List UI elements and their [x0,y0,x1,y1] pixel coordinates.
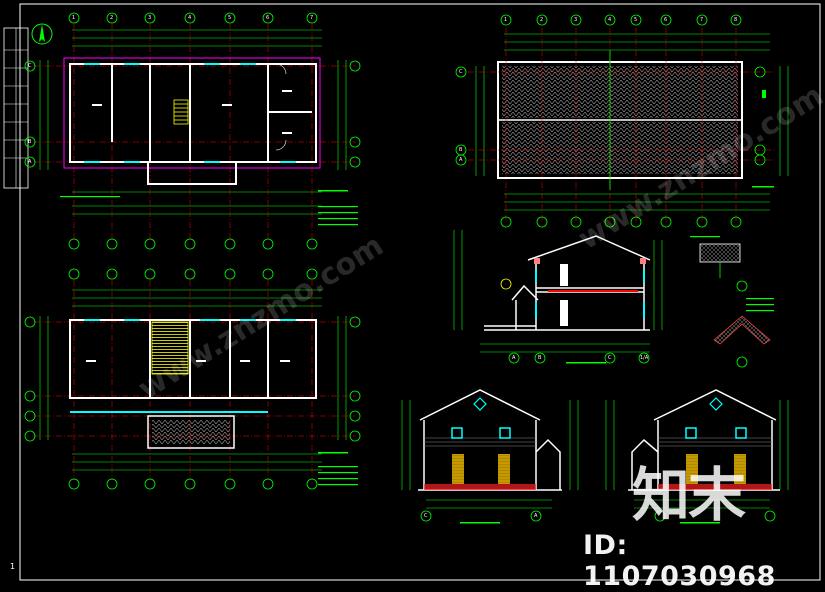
page-number: 1 [10,562,16,571]
elevation-c-a-left [401,389,579,524]
grid-label: 3 [148,15,152,21]
grid-label: 6 [266,15,270,21]
detail-callout-icon [690,236,774,368]
grid-label: A [459,157,463,163]
grid-label: B [538,355,542,361]
first-floor-plan [24,12,361,250]
grid-label: 7 [700,17,704,23]
image-id-label: ID: 1107030968 [583,530,776,592]
grid-label: 5 [228,15,232,21]
grid-label: 1 [504,17,508,23]
grid-label: 3 [574,17,578,23]
grid-label: 2 [540,17,544,23]
grid-label: C [459,69,463,75]
grid-label: 8 [734,17,738,23]
grid-label: B [459,147,463,153]
grid-label: A [28,159,32,165]
grid-label: 4 [188,15,192,21]
grid-label: 7 [310,15,314,21]
grid-label: A [512,355,516,361]
grid-label: A [534,513,538,519]
brand-logo: 知末 [632,461,746,529]
grid-label: 4 [608,17,612,23]
north-arrow-icon [31,23,53,45]
roof-plan [455,14,789,228]
sheet-frame [19,3,821,581]
second-floor-plan [24,268,361,490]
grid-label: 6 [664,17,668,23]
grid-label: 2 [110,15,114,21]
grid-label: 5 [634,17,638,23]
section-1-1 [453,230,663,364]
grid-label: 1 [72,15,76,21]
grid-label: C [28,63,32,69]
grid-label: B [28,139,32,145]
grid-label: 1/A [640,355,649,361]
grid-label: C [608,355,612,361]
title-strip-lines [4,28,28,188]
grid-label: C [424,513,428,519]
elevation-a-c-right [605,389,789,524]
